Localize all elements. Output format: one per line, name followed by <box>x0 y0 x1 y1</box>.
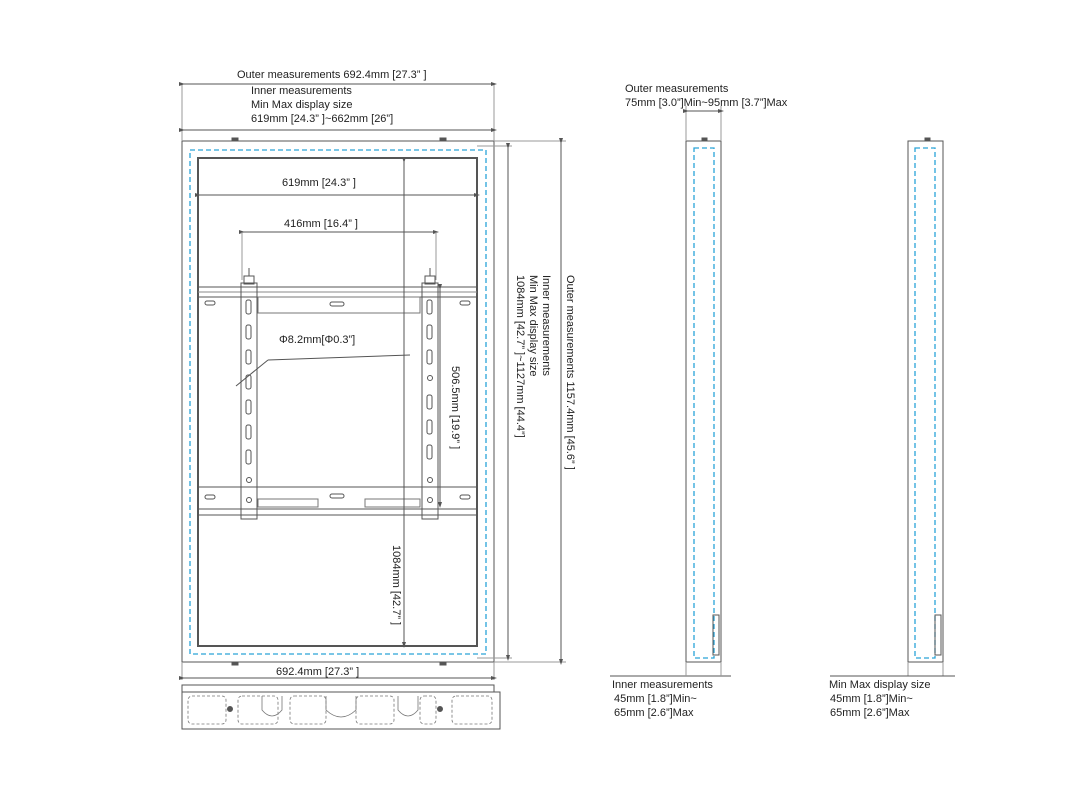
side-inner-line2: 65mm [2.6”]Max <box>614 707 694 719</box>
right-inner-measurements-label: Inner measurements <box>540 275 552 376</box>
right-mounting-bracket <box>421 268 439 520</box>
side-inner-line1: 45mm [1.8”]Min~ <box>614 693 697 705</box>
enclosure-outer-frame <box>181 140 495 663</box>
min-max-display-label: Min Max display size <box>251 99 353 111</box>
side-outer-range: 75mm [3.0”]Min~95mm [3.7”]Max <box>625 97 788 109</box>
side-display-line2: 65mm [2.6”]Max <box>830 707 910 719</box>
inner-width-label: 619mm [24.3” ] <box>282 177 356 189</box>
inner-measurements-label: Inner measurements <box>251 85 352 97</box>
lower-rail <box>197 486 478 510</box>
side-display-line1: 45mm [1.8”]Min~ <box>830 693 913 705</box>
side-inner-title: Inner measurements <box>612 679 713 691</box>
side-outer-dashed <box>693 147 715 659</box>
bottom-plan-view <box>181 684 501 730</box>
bottom-width-label: 692.4mm [27.3” ] <box>276 666 360 678</box>
display-outline-dashed <box>189 149 487 655</box>
side-outer-title: Outer measurements <box>625 83 729 95</box>
side-view-outer <box>610 106 731 677</box>
side-display-dashed <box>914 147 936 659</box>
enclosure-inner-frame <box>197 157 478 647</box>
front-view <box>179 82 566 680</box>
right-min-max-display-label: Min Max display size <box>527 275 539 377</box>
side-display-title: Min Max display size <box>829 679 931 691</box>
vesa-width-label: 416mm [16.4” ] <box>284 218 358 230</box>
inner-width-range-label: 619mm [24.3” ]~662mm [26”] <box>251 113 394 125</box>
left-mounting-bracket <box>240 268 258 520</box>
vesa-height-label: 506.5mm [19.9” ] <box>449 366 461 450</box>
outer-width-label: Outer measurements 692.4mm [27.3” ] <box>237 69 427 81</box>
inner-height-label: 1084mm [42.7” ] <box>390 545 402 626</box>
outer-height-label: Outer measurements 1157.4mm [45.6” ] <box>564 275 576 470</box>
hole-diameter-label: Φ8.2mm[Φ0.3”] <box>279 334 356 346</box>
side-view-display <box>830 137 955 677</box>
right-inner-height-range-label: 1084mm [42.7” ]~1127mm [44.4”] <box>514 275 526 438</box>
